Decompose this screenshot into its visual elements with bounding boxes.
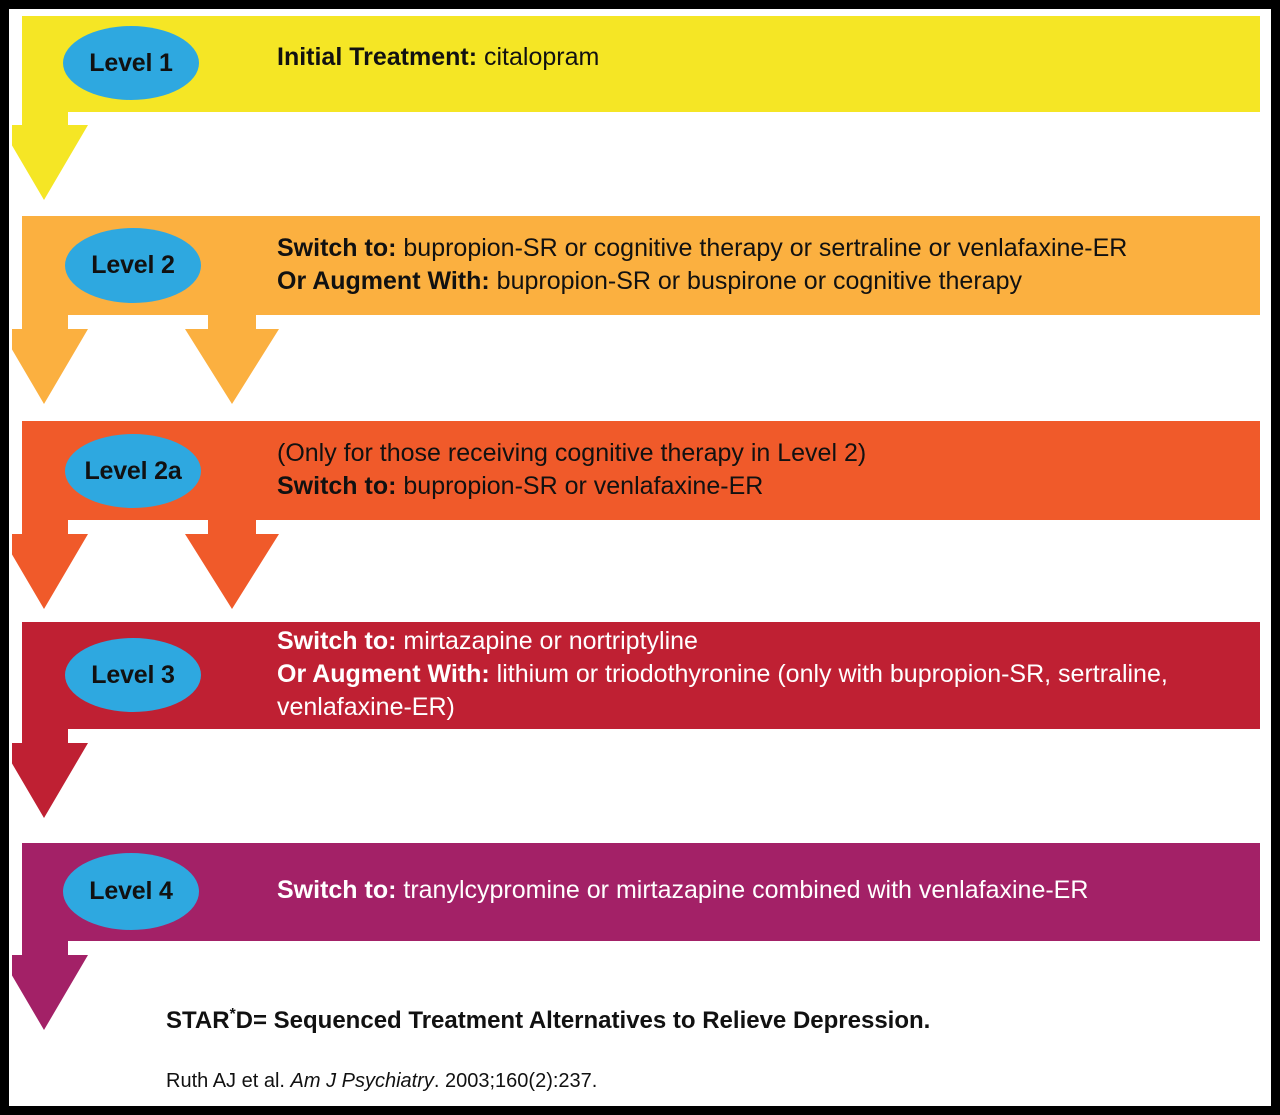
level-2-badge-label: Level 2	[91, 251, 175, 279]
level-2a-line-2-value: bupropion-SR or venlafaxine-ER	[396, 472, 764, 500]
footer-acronym-pre: STAR	[166, 1007, 230, 1034]
footer-citation: Ruth AJ et al. Am J Psychiatry. 2003;160…	[166, 1070, 597, 1093]
level-3-line-1-value: mirtazapine or nortriptyline	[396, 627, 698, 655]
level-2a-line-1-value: (Only for those receiving cognitive ther…	[277, 439, 867, 467]
level-4-text: Switch to: tranylcypromine or mirtazapin…	[277, 874, 1088, 907]
level-4-shape	[0, 843, 1260, 1030]
citation-authors: Ruth AJ et al.	[166, 1070, 291, 1092]
level-3-text: Switch to: mirtazapine or nortriptyline …	[277, 625, 1177, 724]
level-2-shape	[0, 216, 1260, 404]
level-2-line-1-label: Switch to:	[277, 234, 397, 262]
level-1-line-1-label: Initial Treatment:	[277, 43, 478, 71]
level-2a-text: (Only for those receiving cognitive ther…	[277, 437, 866, 503]
level-2a-line-1: (Only for those receiving cognitive ther…	[277, 437, 866, 470]
level-2a-line-2: Switch to: bupropion-SR or venlafaxine-E…	[277, 470, 866, 503]
level-4-badge: Level 4	[63, 853, 199, 930]
level-1-shape	[0, 16, 1260, 200]
level-3-badge-label: Level 3	[91, 660, 175, 689]
level-2a-line-2-label: Switch to:	[277, 472, 397, 500]
level-2-arrow-down-left-icon	[0, 315, 88, 404]
level-1-band	[22, 16, 1260, 112]
level-3-shape	[0, 622, 1260, 818]
level-3-badge: Level 3	[65, 638, 201, 712]
level-2a-band	[22, 421, 1260, 520]
level-1-line-1-value: citalopram	[477, 43, 600, 71]
level-2-line-1: Switch to: bupropion-SR or cognitive the…	[277, 232, 1127, 265]
level-3-line-2-label: Or Augment With:	[277, 660, 490, 688]
level-2-badge: Level 2	[65, 228, 201, 303]
citation-journal: Am J Psychiatry	[290, 1070, 434, 1092]
level-2a-shape	[0, 421, 1260, 609]
level-2-band	[22, 216, 1260, 315]
level-1-arrow-down-icon	[0, 112, 88, 200]
level-4-line-1-label: Switch to:	[277, 876, 397, 904]
level-3-band	[22, 622, 1260, 729]
level-1-badge-label: Level 1	[89, 48, 173, 77]
level-2a-arrow-down-right-icon	[185, 520, 279, 609]
level-3-arrow-down-icon	[0, 729, 88, 818]
level-3-line-2: Or Augment With: lithium or triodothyron…	[277, 658, 1177, 724]
level-1-badge: Level 1	[63, 26, 199, 100]
level-4-band	[22, 843, 1260, 941]
level-4-line-1-value: tranylcypromine or mirtazapine combined …	[396, 876, 1089, 904]
level-1-text: Initial Treatment: citalopram	[277, 41, 599, 74]
level-2-line-2-label: Or Augment With:	[277, 267, 490, 295]
footer-acronym-post: D= Sequenced Treatment Alternatives to R…	[235, 1007, 931, 1034]
citation-details: . 2003;160(2):237.	[433, 1070, 598, 1092]
level-2-line-1-value: bupropion-SR or cognitive therapy or ser…	[396, 234, 1128, 262]
footer-acronym: STAR*D= Sequenced Treatment Alternatives…	[166, 1006, 930, 1035]
level-2-line-2: Or Augment With: bupropion-SR or buspiro…	[277, 265, 1127, 298]
level-2a-arrow-down-left-icon	[0, 520, 88, 609]
level-2a-badge-label: Level 2a	[84, 456, 182, 485]
footer-acronym-star: *	[229, 1006, 236, 1023]
level-2-line-2-value: bupropion-SR or buspirone or cognitive t…	[489, 267, 1022, 295]
level-2-text: Switch to: bupropion-SR or cognitive the…	[277, 232, 1127, 298]
level-3-line-1: Switch to: mirtazapine or nortriptyline	[277, 625, 1177, 658]
level-2-arrow-down-right-icon	[185, 315, 279, 404]
level-4-arrow-down-icon	[0, 941, 88, 1030]
level-2a-badge: Level 2a	[65, 434, 201, 508]
level-4-badge-label: Level 4	[89, 877, 173, 905]
level-3-line-2-value: lithium or triodothyronine (only with bu…	[277, 660, 1168, 721]
level-3-line-1-label: Switch to:	[277, 627, 397, 655]
